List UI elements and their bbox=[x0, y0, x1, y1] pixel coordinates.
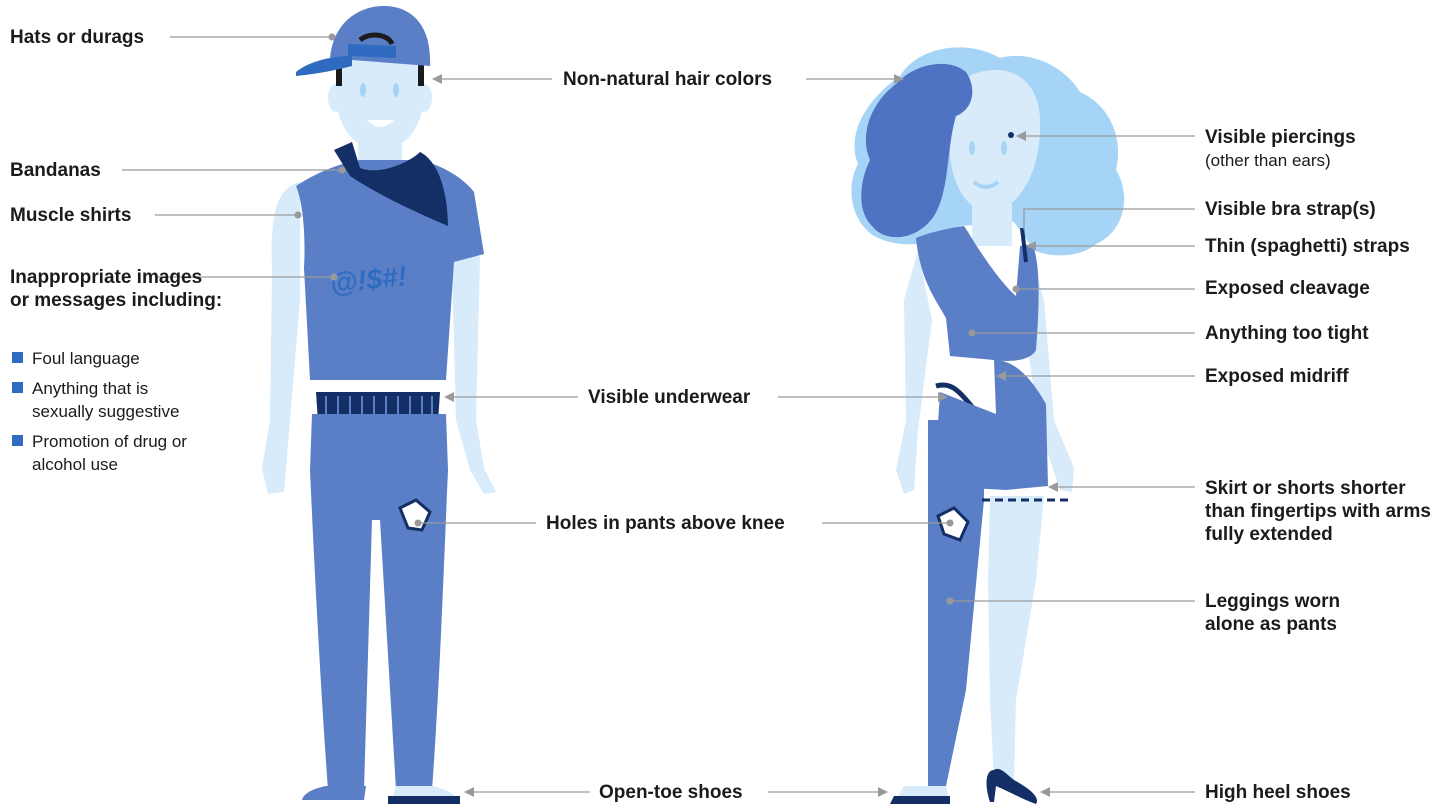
label-too-tight: Anything too tight bbox=[1205, 322, 1369, 345]
label-bandanas: Bandanas bbox=[10, 159, 101, 182]
label-hats: Hats or durags bbox=[10, 26, 144, 49]
female-leg-leggings bbox=[928, 420, 984, 786]
label-piercings-note: (other than ears) bbox=[1205, 149, 1356, 172]
label-midriff: Exposed midriff bbox=[1205, 365, 1349, 388]
label-high-heels: High heel shoes bbox=[1205, 781, 1351, 804]
male-sandal bbox=[388, 796, 460, 804]
label-underwear: Visible underwear bbox=[588, 386, 750, 409]
male-figure: @!$#! bbox=[262, 6, 496, 804]
label-hair-colors: Non-natural hair colors bbox=[563, 68, 772, 91]
nose-piercing bbox=[1008, 132, 1014, 138]
male-foot-left bbox=[302, 786, 366, 800]
cap-band bbox=[348, 44, 396, 58]
male-pants bbox=[310, 414, 448, 790]
inappropriate-list: Foul language Anything that is sexually … bbox=[10, 347, 230, 483]
female-sandal bbox=[890, 796, 950, 804]
label-skirt: Skirt or shorts shorter than fingertips … bbox=[1205, 477, 1440, 546]
label-muscle-shirts: Muscle shirts bbox=[10, 204, 131, 227]
list-item: Promotion of drug or alcohol use bbox=[10, 430, 197, 476]
male-ear-right bbox=[416, 84, 432, 112]
male-eye-left bbox=[360, 83, 366, 97]
female-top bbox=[916, 226, 1039, 361]
label-piercings-title: Visible piercings bbox=[1205, 127, 1356, 148]
male-ear-left bbox=[328, 84, 344, 112]
male-left-arm bbox=[262, 182, 300, 494]
female-eye-left bbox=[969, 141, 975, 155]
label-inappropriate: Inappropriate images or messages includi… bbox=[10, 266, 225, 312]
female-eye-right bbox=[1001, 141, 1007, 155]
male-eye-right bbox=[393, 83, 399, 97]
list-item: Foul language bbox=[10, 347, 230, 370]
label-bra-strap: Visible bra strap(s) bbox=[1205, 198, 1376, 221]
female-foot bbox=[898, 786, 948, 796]
label-thin-straps: Thin (spaghetti) straps bbox=[1205, 235, 1410, 258]
label-piercings: Visible piercings (other than ears) bbox=[1205, 126, 1356, 172]
label-open-toe: Open-toe shoes bbox=[599, 781, 743, 804]
label-leggings: Leggings worn alone as pants bbox=[1205, 590, 1375, 636]
label-holes: Holes in pants above knee bbox=[546, 512, 785, 535]
list-item: Anything that is sexually suggestive bbox=[10, 377, 207, 423]
label-cleavage: Exposed cleavage bbox=[1205, 277, 1370, 300]
female-figure bbox=[851, 47, 1124, 804]
female-leg-bare bbox=[988, 496, 1044, 782]
female-left-arm bbox=[896, 250, 932, 494]
